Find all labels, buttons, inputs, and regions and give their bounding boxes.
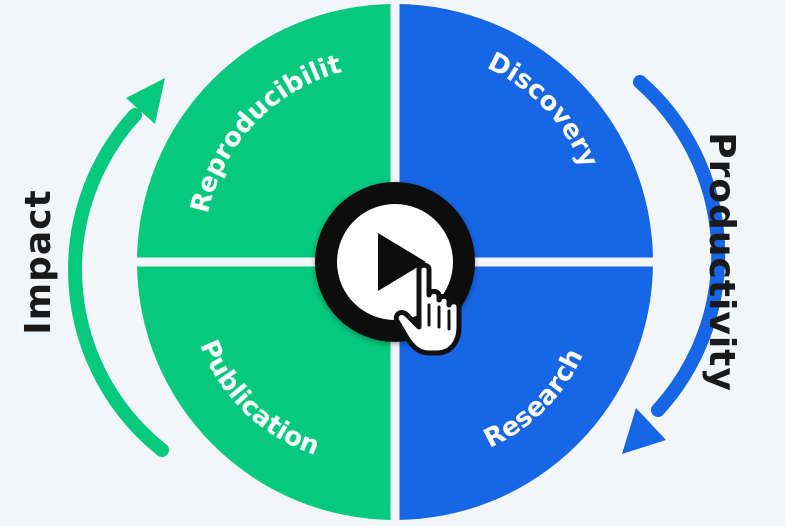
right-cycle-label: Productivity xyxy=(701,132,742,392)
left-cycle-label: Impact xyxy=(18,189,59,335)
right-cycle-arrow xyxy=(622,75,726,454)
left-cycle-arrow xyxy=(68,78,169,457)
quadrant-reproducibility xyxy=(137,4,395,262)
quadrant-publication xyxy=(137,262,395,520)
hand-pointer-icon xyxy=(393,262,462,356)
quadrant-discovery xyxy=(395,4,653,262)
play-icon xyxy=(378,233,426,291)
